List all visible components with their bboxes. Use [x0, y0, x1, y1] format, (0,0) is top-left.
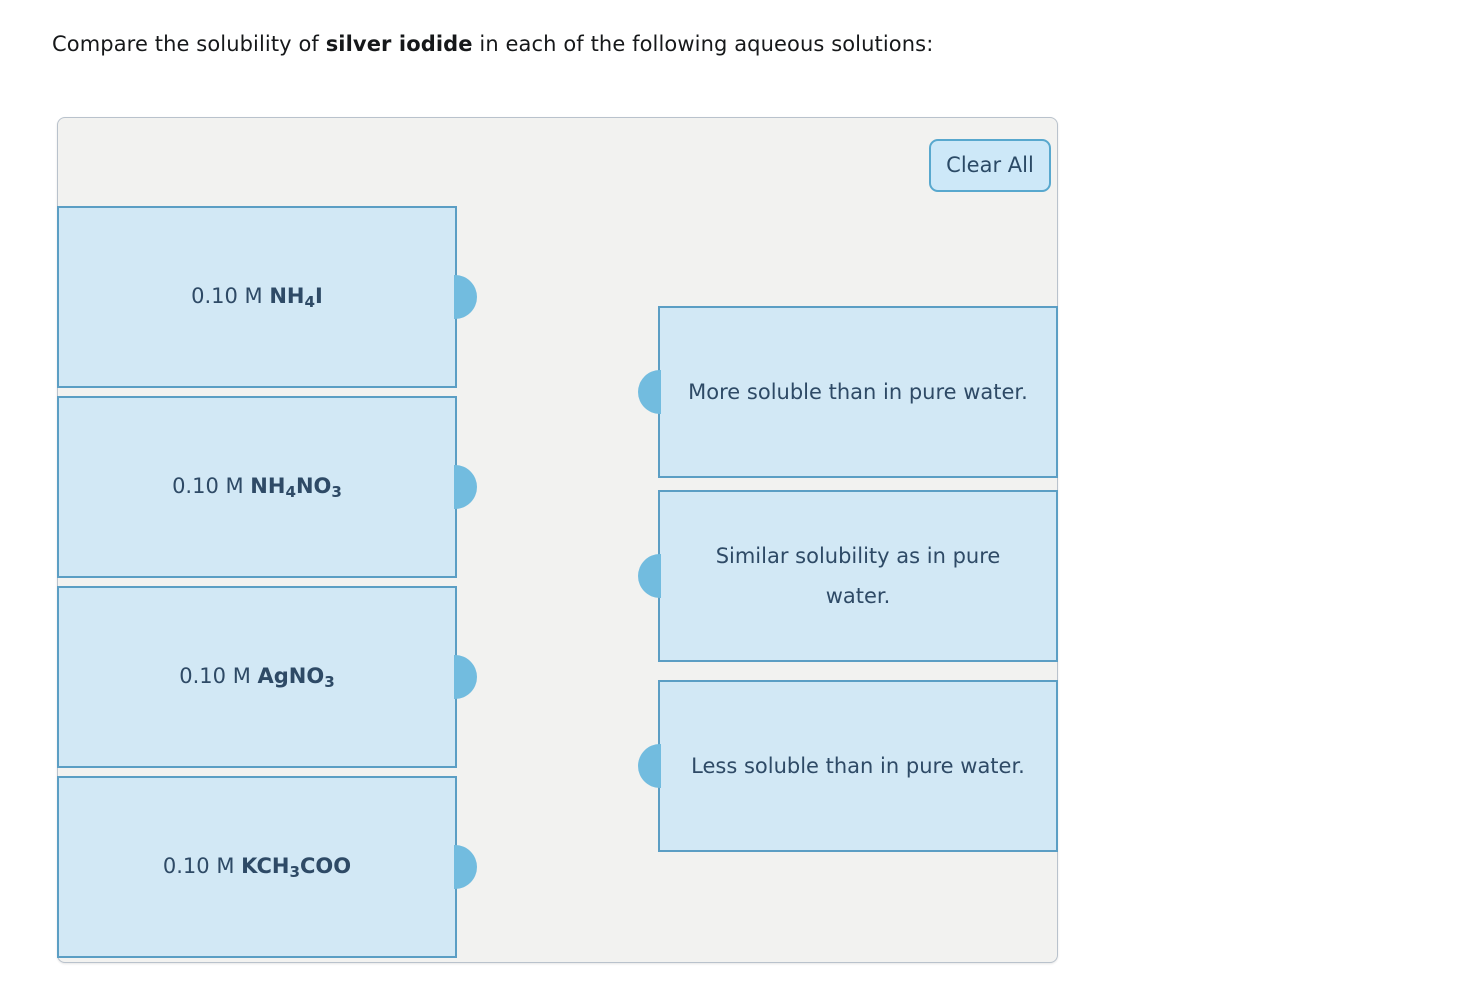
formula-part: AgNO [257, 664, 325, 688]
target-tile[interactable]: Similar solubility as in pure water. [638, 490, 1058, 662]
target-tile-label: Less soluble than in pure water. [691, 754, 1025, 778]
formula-part: NH [250, 474, 286, 498]
formula-subscript: 3 [331, 483, 342, 502]
formula-part: COO [299, 854, 352, 878]
source-formula: NH4I [269, 284, 323, 312]
source-formula: AgNO3 [257, 664, 335, 692]
source-tile[interactable]: 0.10 M NH4NO3 [57, 396, 477, 578]
target-tile[interactable]: More soluble than in pure water. [638, 306, 1058, 478]
source-concentration: 0.10 M [162, 854, 242, 878]
formula-subscript: 4 [285, 483, 296, 502]
connector-knob-icon [454, 655, 477, 699]
question-prompt-emphasis: silver iodide [325, 32, 473, 56]
source-tile[interactable]: 0.10 M NH4I [57, 206, 477, 388]
source-formula: KCH3COO [241, 854, 352, 882]
target-tile-label: Similar solubility as in pure water. [715, 544, 1001, 608]
source-tile[interactable]: 0.10 M KCH3COO [57, 776, 477, 958]
source-tile-label: 0.10 M KCH3COO [59, 846, 455, 888]
formula-part: NH [269, 284, 305, 308]
question-prompt-suffix: in each of the following aqueous solutio… [472, 32, 934, 56]
source-tile-label: 0.10 M NH4NO3 [59, 466, 455, 508]
source-tile-label: 0.10 M AgNO3 [59, 656, 455, 698]
formula-part: I [315, 284, 323, 308]
question-prompt-prefix: Compare the solubility of [52, 32, 326, 56]
formula-subscript: 3 [324, 673, 335, 692]
matching-panel: Clear All 0.10 M NH4I 0.10 M NH4NO3 0.10… [57, 117, 1058, 963]
connector-knob-icon [638, 370, 661, 414]
connector-knob-icon [638, 554, 661, 598]
source-concentration: 0.10 M [191, 284, 270, 308]
formula-part: KCH [241, 854, 290, 878]
source-concentration: 0.10 M [179, 664, 258, 688]
source-tile[interactable]: 0.10 M AgNO3 [57, 586, 477, 768]
formula-subscript: 3 [289, 863, 300, 882]
source-formula: NH4NO3 [250, 474, 342, 502]
connector-knob-icon [454, 845, 477, 889]
formula-part: NO [295, 474, 332, 498]
target-tile-label: More soluble than in pure water. [688, 380, 1028, 404]
source-tile-label: 0.10 M NH4I [59, 276, 455, 318]
connector-knob-icon [454, 465, 477, 509]
formula-subscript: 4 [304, 293, 316, 312]
question-prompt: Compare the solubility of silver iodide … [52, 29, 933, 59]
clear-all-button[interactable]: Clear All [929, 139, 1051, 192]
source-concentration: 0.10 M [172, 474, 251, 498]
connector-knob-icon [454, 275, 477, 319]
connector-knob-icon [638, 744, 661, 788]
target-tile[interactable]: Less soluble than in pure water. [638, 680, 1058, 852]
